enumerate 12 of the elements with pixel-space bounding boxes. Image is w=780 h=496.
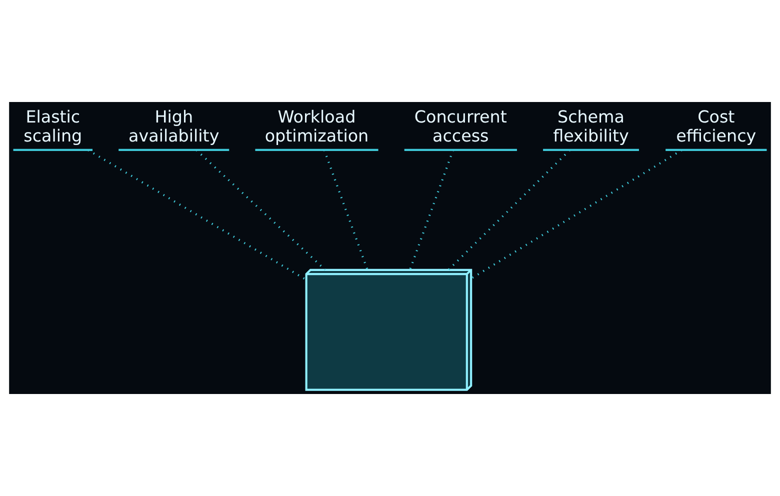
node-text: High availability: [128, 108, 220, 146]
connector: [470, 149, 682, 280]
node-text: Elastic scaling: [24, 108, 82, 146]
node-text: Workload optimization: [264, 108, 369, 146]
connector: [196, 149, 326, 270]
node-text: Cost efficiency: [676, 108, 756, 146]
node-text: Concurrent access: [414, 108, 507, 146]
node-text: Schema flexibility: [553, 108, 629, 146]
connector: [409, 150, 454, 270]
connector: [448, 149, 570, 270]
connector: [323, 150, 368, 270]
connector: [88, 149, 307, 281]
